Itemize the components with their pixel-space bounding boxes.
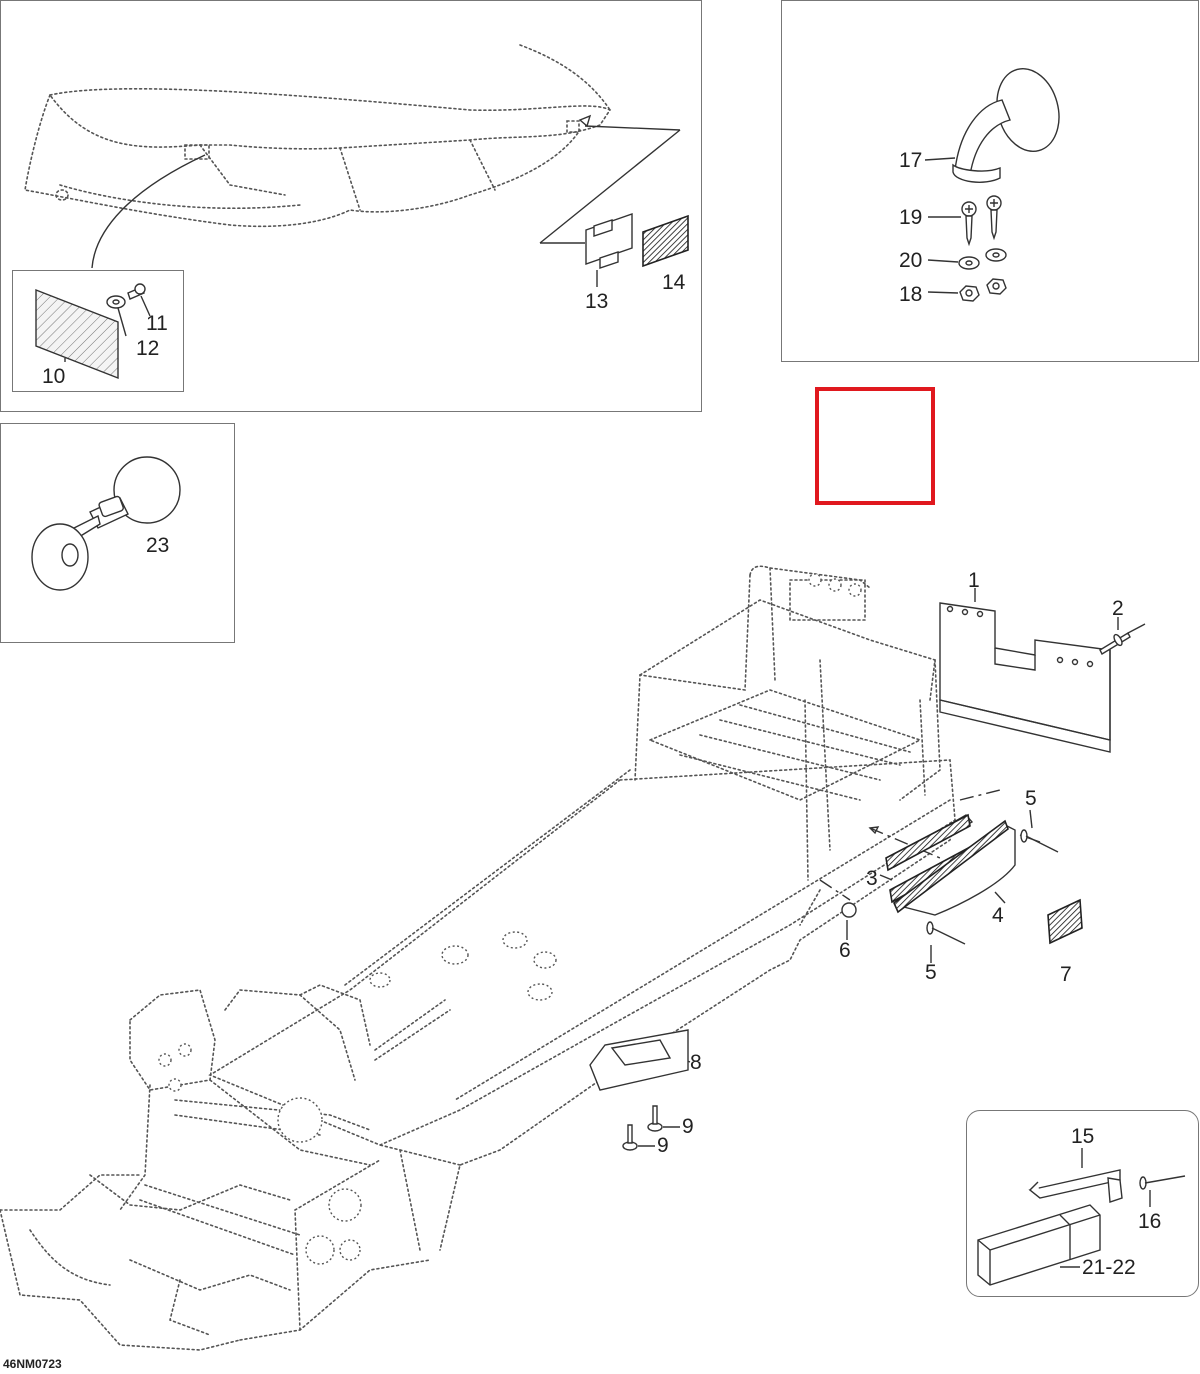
- callout-18: 18: [899, 283, 923, 306]
- callout-20: 20: [899, 249, 923, 272]
- holder-4: [893, 819, 1016, 916]
- callout-21-22: 21-22: [1082, 1256, 1136, 1279]
- inset-horn: [0, 423, 235, 643]
- diagram-code: 46NM0723: [3, 1357, 62, 1371]
- rivet-16: [1139, 1175, 1186, 1207]
- bracket-15: [1028, 1148, 1123, 1203]
- reflector-14: [642, 214, 689, 268]
- callout-11: 11: [146, 312, 168, 335]
- screws-9: [622, 1105, 680, 1151]
- callout-12: 12: [136, 337, 160, 360]
- callout-16: 16: [1138, 1210, 1162, 1233]
- mirror-17: [924, 67, 1060, 183]
- callout-23: 23: [146, 534, 170, 557]
- callout-13: 13: [585, 290, 609, 313]
- callout-10: 10: [42, 365, 66, 388]
- horn-23: [31, 456, 181, 591]
- plate-8: [589, 1029, 689, 1091]
- nuts-18: [927, 278, 1007, 302]
- rivet-5-lower: [926, 921, 966, 963]
- bracket-13: [585, 213, 633, 287]
- rivet-2: [1099, 617, 1146, 655]
- callout-17: 17: [899, 149, 923, 172]
- callout-9-right: 9: [682, 1115, 694, 1138]
- leader-lines: [659, 588, 1091, 1268]
- reflector-7: [1047, 898, 1083, 945]
- reflector-10: [35, 288, 119, 380]
- screw-11-washer-12: [106, 283, 151, 337]
- callout-19: 19: [899, 206, 923, 229]
- highlight-square: [815, 387, 935, 505]
- callout-4: 4: [992, 904, 1004, 927]
- callout-8: 8: [690, 1051, 702, 1074]
- screws-19: [928, 195, 1002, 247]
- callout-14: 14: [662, 271, 686, 294]
- callout-3: 3: [866, 867, 878, 890]
- callout-15: 15: [1071, 1125, 1095, 1148]
- washers-20: [927, 248, 1007, 270]
- light-21-22: [977, 1204, 1101, 1286]
- washer-6: [841, 902, 857, 940]
- callout-2: 2: [1112, 597, 1124, 620]
- callout-5-upper: 5: [1025, 787, 1037, 810]
- body-panel-drawing: [24, 44, 681, 269]
- callout-6: 6: [839, 939, 851, 962]
- callout-1: 1: [968, 569, 980, 592]
- mud-flap-1: [939, 602, 1111, 753]
- callout-7: 7: [1060, 963, 1072, 986]
- chassis-drawing: [0, 565, 956, 1351]
- rivet-5-upper: [1019, 809, 1059, 853]
- callout-9-left: 9: [657, 1134, 669, 1157]
- callout-5-lower: 5: [925, 961, 937, 984]
